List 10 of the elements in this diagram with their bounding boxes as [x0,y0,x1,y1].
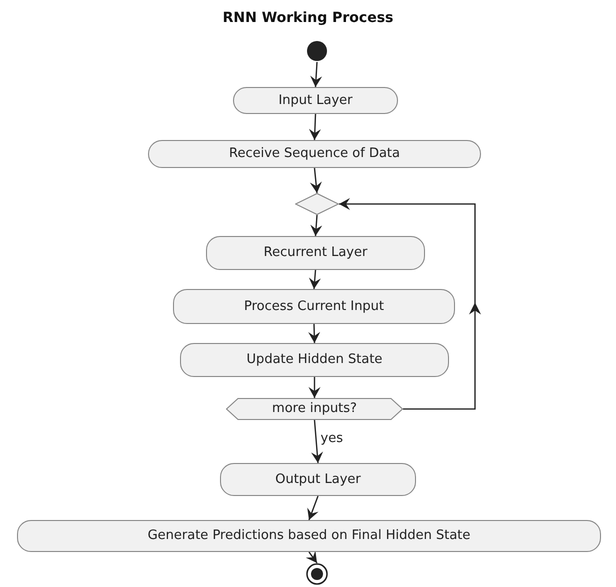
diagram-title: RNN Working Process [222,9,394,28]
activity-box: Input Layer [233,87,398,114]
activity-box: Recurrent Layer [206,236,425,270]
activity-box: Receive Sequence of Data [148,140,481,168]
activity-box: Generate Predictions based on Final Hidden State [17,520,601,552]
activity-box: Output Layer [220,463,416,496]
activity-box: Update Hidden State [180,343,449,377]
activity-box: Process Current Input [173,289,455,324]
edge-label: yes [320,432,343,444]
decision-label: more inputs? [272,400,357,418]
